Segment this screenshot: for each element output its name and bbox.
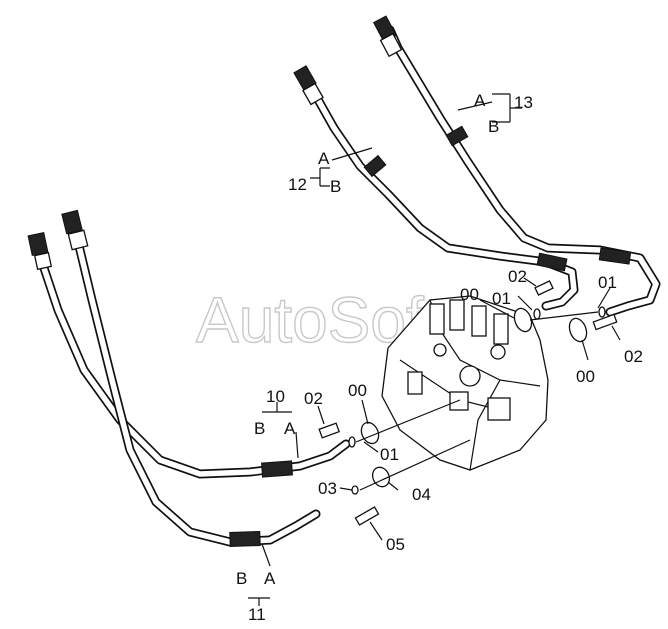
hose-13-label: 13 — [514, 93, 533, 112]
lower-04-label: 04 — [412, 485, 431, 504]
upper-02-label: 02 — [508, 267, 527, 286]
hose-10-label: 10 — [266, 387, 285, 406]
hose-11 — [61, 209, 321, 548]
hose-10 — [27, 231, 351, 479]
right-00-label: 00 — [576, 367, 595, 386]
lower-03-label: 03 — [318, 479, 337, 498]
hose-12-label: 12 — [288, 175, 307, 194]
upper-01-label: 01 — [492, 289, 511, 308]
right-02-label: 02 — [624, 347, 643, 366]
upper-00-label: 00 — [460, 285, 479, 304]
hose-11-b-label: B — [236, 569, 247, 588]
hose-10-b-label: B — [254, 419, 265, 438]
mid-01-label: 01 — [380, 445, 399, 464]
hose-12-b-label: B — [330, 177, 341, 196]
lower-05-label: 05 — [386, 535, 405, 554]
mid-02-label: 02 — [304, 389, 323, 408]
upper-fittings — [513, 280, 618, 343]
hose-13-a-label: A — [474, 91, 486, 110]
control-valve — [381, 295, 549, 471]
hose-12 — [293, 65, 579, 311]
hose-11-label: 11 — [248, 605, 266, 624]
hose-11-a-label: A — [264, 569, 276, 588]
leader-lines — [248, 93, 621, 606]
mid-00-label: 00 — [348, 381, 367, 400]
right-01-label: 01 — [598, 273, 617, 292]
hose-12-a-label: A — [318, 149, 330, 168]
hose-13 — [372, 15, 661, 317]
hose-10-a-label: A — [284, 419, 296, 438]
hose-13-b-label: B — [488, 117, 499, 136]
